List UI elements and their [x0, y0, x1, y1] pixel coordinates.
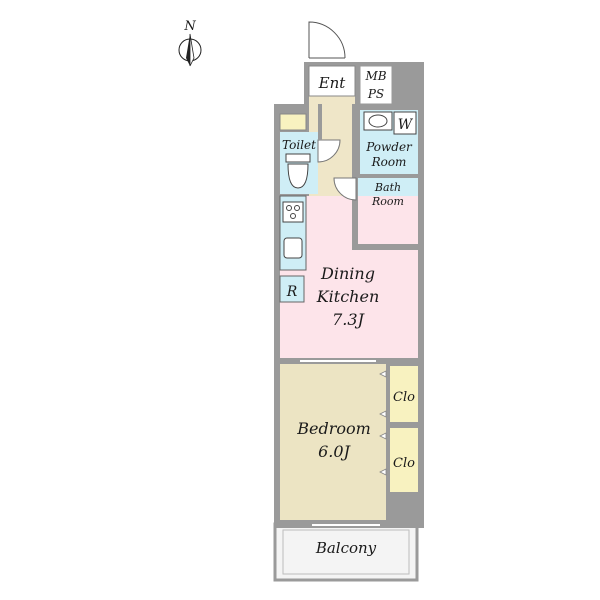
washer-space	[393, 111, 417, 135]
closet-upper	[390, 366, 418, 422]
dining-label-1: Dining	[320, 264, 375, 283]
mb-label: MB	[364, 69, 386, 83]
powder-label-1: Powder	[365, 140, 413, 154]
washbasin-icon	[363, 111, 393, 131]
ps-label: PS	[367, 87, 384, 101]
refrigerator-space	[279, 275, 305, 303]
powder-label-2: Room	[371, 155, 407, 169]
refrigerator-label: R	[286, 284, 298, 300]
wet-area-wall	[352, 104, 358, 248]
north-arrow-icon: N	[178, 19, 202, 67]
washer-label: W	[398, 117, 414, 133]
bedroom-label-2: 6.0J	[318, 442, 351, 461]
bath-label-1: Bath	[374, 181, 401, 194]
closet-wall	[386, 364, 390, 492]
entrance-step	[308, 65, 356, 97]
mb-ps-shaft	[359, 65, 393, 105]
toilet-fixture-icon	[285, 153, 311, 189]
toilet-label: Toilet	[282, 138, 316, 152]
balcony-label: Balcony	[315, 539, 377, 557]
bath-label-2: Room	[371, 195, 404, 208]
closet-door-marks	[379, 370, 387, 476]
closet-lower	[390, 428, 418, 492]
entrance-door-icon	[308, 21, 346, 59]
closet-label-1: Clo	[393, 390, 415, 405]
toilet-door-swing	[317, 139, 341, 163]
bedroom-label-1: Bedroom	[296, 419, 371, 438]
bath-wall-bottom	[352, 244, 422, 250]
kitchen-counter	[279, 195, 307, 271]
toilet-shelf	[279, 113, 307, 131]
bedroom-room	[280, 364, 386, 520]
dining-label-2: Kitchen	[316, 287, 380, 306]
entrance-label: Ent	[318, 74, 347, 92]
bath-door-swing	[333, 177, 357, 201]
compass-label: N	[183, 19, 196, 34]
closet-label-2: Clo	[393, 456, 415, 471]
hallway-wall	[318, 104, 322, 140]
dining-label-3: 7.3J	[332, 310, 365, 329]
bath-powder-divider	[356, 174, 422, 178]
